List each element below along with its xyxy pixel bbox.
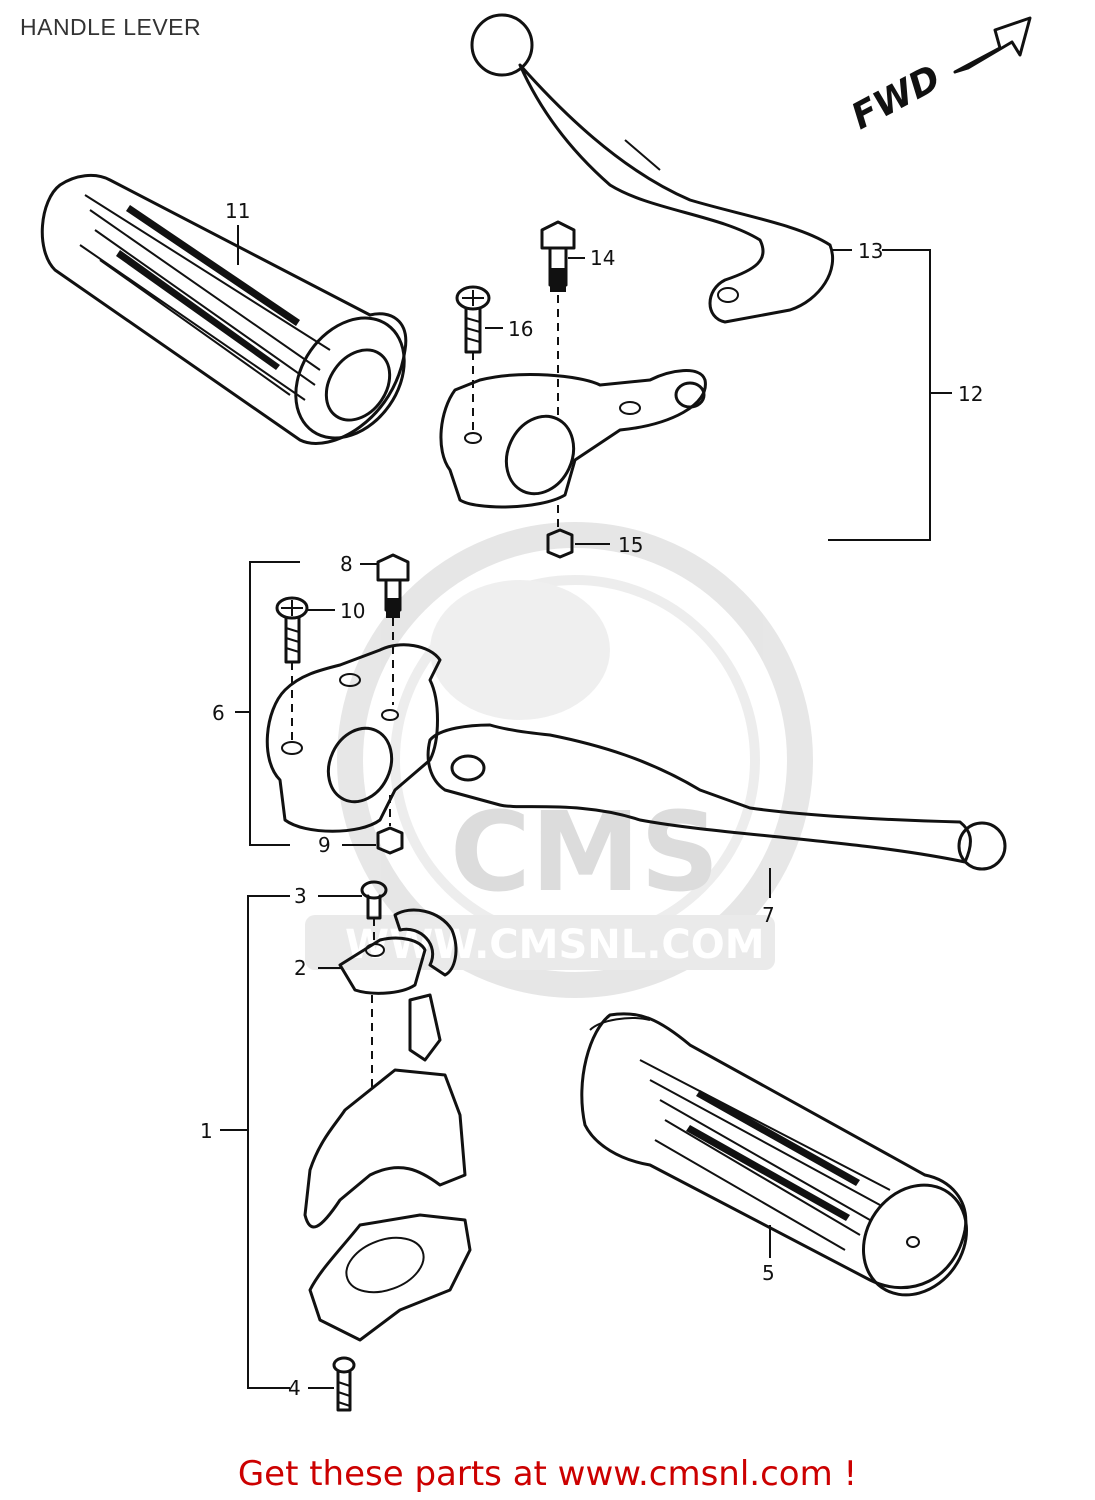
svg-text:14: 14 [590, 246, 615, 270]
fwd-label: FWD [845, 58, 947, 138]
svg-text:4: 4 [288, 1376, 301, 1400]
brake-lever-part-13[interactable] [470, 13, 835, 324]
cms-watermark: CMS WWW.CMSNL.COM [305, 522, 813, 998]
lever-holder-upper[interactable] [439, 369, 707, 509]
callout-7: 7 [762, 868, 775, 927]
grip-right-part-5[interactable] [580, 1012, 988, 1315]
callout-15: 15 [575, 533, 643, 557]
screw-part-4[interactable] [332, 1356, 356, 1412]
clutch-lever-part-7[interactable] [426, 723, 1007, 871]
forward-arrow-icon [953, 16, 1032, 74]
callout-9: 9 [318, 833, 376, 857]
nut-part-9[interactable] [376, 826, 404, 855]
svg-text:16: 16 [508, 317, 533, 341]
bolt-part-14[interactable] [540, 220, 576, 292]
callout-11: 11 [225, 199, 250, 265]
svg-text:10: 10 [340, 599, 365, 623]
callout-5: 5 [762, 1225, 775, 1285]
svg-text:11: 11 [225, 199, 250, 223]
svg-text:1: 1 [200, 1119, 213, 1143]
svg-text:2: 2 [294, 956, 307, 980]
forward-direction-indicator: FWD [845, 16, 1032, 138]
screw-part-16[interactable] [455, 285, 491, 354]
callout-8: 8 [340, 552, 378, 576]
svg-text:3: 3 [294, 884, 307, 908]
footer-link-text[interactable]: Get these parts at www.cmsnl.com ! [237, 1454, 858, 1494]
callout-3: 3 [294, 884, 362, 908]
callout-4: 4 [288, 1376, 334, 1400]
callout-1: 1 [200, 895, 290, 1389]
nut-part-15[interactable] [546, 528, 574, 559]
svg-text:13: 13 [858, 239, 883, 263]
svg-text:7: 7 [762, 903, 775, 927]
bolt-part-8[interactable] [376, 553, 410, 618]
callout-12: 12 [828, 249, 983, 541]
screw-part-10[interactable] [275, 596, 309, 664]
callout-2: 2 [294, 956, 342, 980]
svg-text:6: 6 [212, 701, 225, 725]
svg-text:5: 5 [762, 1261, 775, 1285]
page-title: HANDLE LEVER [20, 14, 202, 40]
callout-6: 6 [212, 561, 300, 846]
svg-text:8: 8 [340, 552, 353, 576]
svg-text:15: 15 [618, 533, 643, 557]
switch-holder-part-1[interactable] [303, 993, 472, 1342]
callout-14: 14 [568, 246, 615, 270]
grip-left-part-11[interactable] [40, 173, 426, 458]
callout-16: 16 [485, 317, 533, 341]
lever-holder-part-6[interactable] [265, 643, 442, 833]
svg-text:12: 12 [958, 382, 983, 406]
svg-text:9: 9 [318, 833, 331, 857]
clamp-plate-part-2[interactable] [338, 908, 458, 995]
callout-13: 13 [832, 239, 883, 263]
callout-10: 10 [308, 599, 365, 623]
